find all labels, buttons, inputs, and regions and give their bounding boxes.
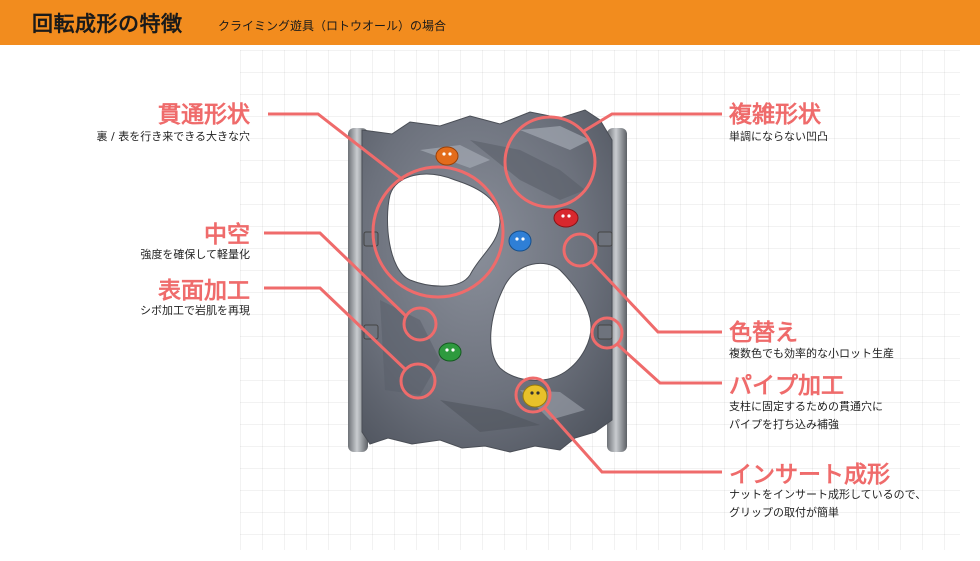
label-fukuzatsu-desc: 単調にならない凹凸	[729, 130, 828, 143]
rock-panel	[361, 109, 613, 453]
leader-line-fukuzatsu	[583, 112, 722, 133]
leader-line-hyomen	[264, 286, 408, 372]
rock-highlight	[520, 126, 590, 150]
label-hyomen-title: 表面加工	[158, 278, 250, 304]
label-irokae-desc: 複数色でも効率的な小ロット生産	[729, 347, 894, 360]
label-insert-desc-2: グリップの取付が簡単	[729, 506, 839, 519]
pipe-clamp	[597, 324, 613, 340]
rock-shade	[440, 400, 540, 432]
leader-line-chuku	[264, 231, 408, 318]
rock-shade	[380, 300, 440, 395]
grip-yellow	[522, 384, 548, 408]
leader-line-kantsu	[268, 112, 404, 182]
label-chuku-desc: 強度を確保して軽量化	[140, 248, 250, 261]
callout-circle-chuku	[402, 306, 438, 342]
callout-circle-irokae	[562, 232, 598, 268]
label-insert-title: インサート成形	[729, 462, 890, 488]
header-bar: 回転成形の特徴 クライミング遊具（ロトウオール）の場合	[0, 0, 980, 45]
label-chuku-title: 中空	[204, 222, 250, 248]
pipe-clamp	[363, 231, 379, 247]
callout-circle-fukuzatsu	[503, 115, 597, 209]
label-hyomen-desc: シボ加工で岩肌を再現	[140, 304, 250, 317]
leader-line-pipe	[615, 342, 722, 385]
page-title: 回転成形の特徴	[32, 12, 183, 36]
rock-shade	[470, 140, 585, 200]
grip-blue	[508, 230, 532, 252]
grip-green	[438, 342, 462, 362]
label-fukuzatsu-title: 複雑形状	[729, 102, 821, 128]
label-pipe-desc-1: 支柱に固定するための貫通穴に	[729, 400, 883, 413]
label-insert-desc-1: ナットをインサート成形しているので、	[729, 488, 927, 501]
callout-circle-insert	[514, 376, 552, 414]
label-irokae-title: 色替え	[729, 320, 798, 346]
grip-red	[553, 208, 579, 228]
callout-circle-hyomen	[399, 362, 437, 400]
label-kantsu-title: 貫通形状	[158, 102, 250, 128]
leader-line-insert	[543, 407, 722, 474]
callout-circle-pipe	[590, 316, 624, 350]
label-kantsu-desc: 裏 / 表を行き来できる大きな穴	[96, 130, 250, 143]
pipe-clamp	[597, 231, 613, 247]
label-pipe-desc-2: パイプを打ち込み補強	[729, 418, 839, 431]
leader-line-irokae	[590, 260, 722, 334]
page-subtitle: クライミング遊具（ロトウオール）の場合	[218, 19, 447, 33]
label-pipe-title: パイプ加工	[729, 373, 844, 399]
grip-orange	[435, 146, 459, 166]
callout-circle-kantsu	[371, 165, 505, 299]
